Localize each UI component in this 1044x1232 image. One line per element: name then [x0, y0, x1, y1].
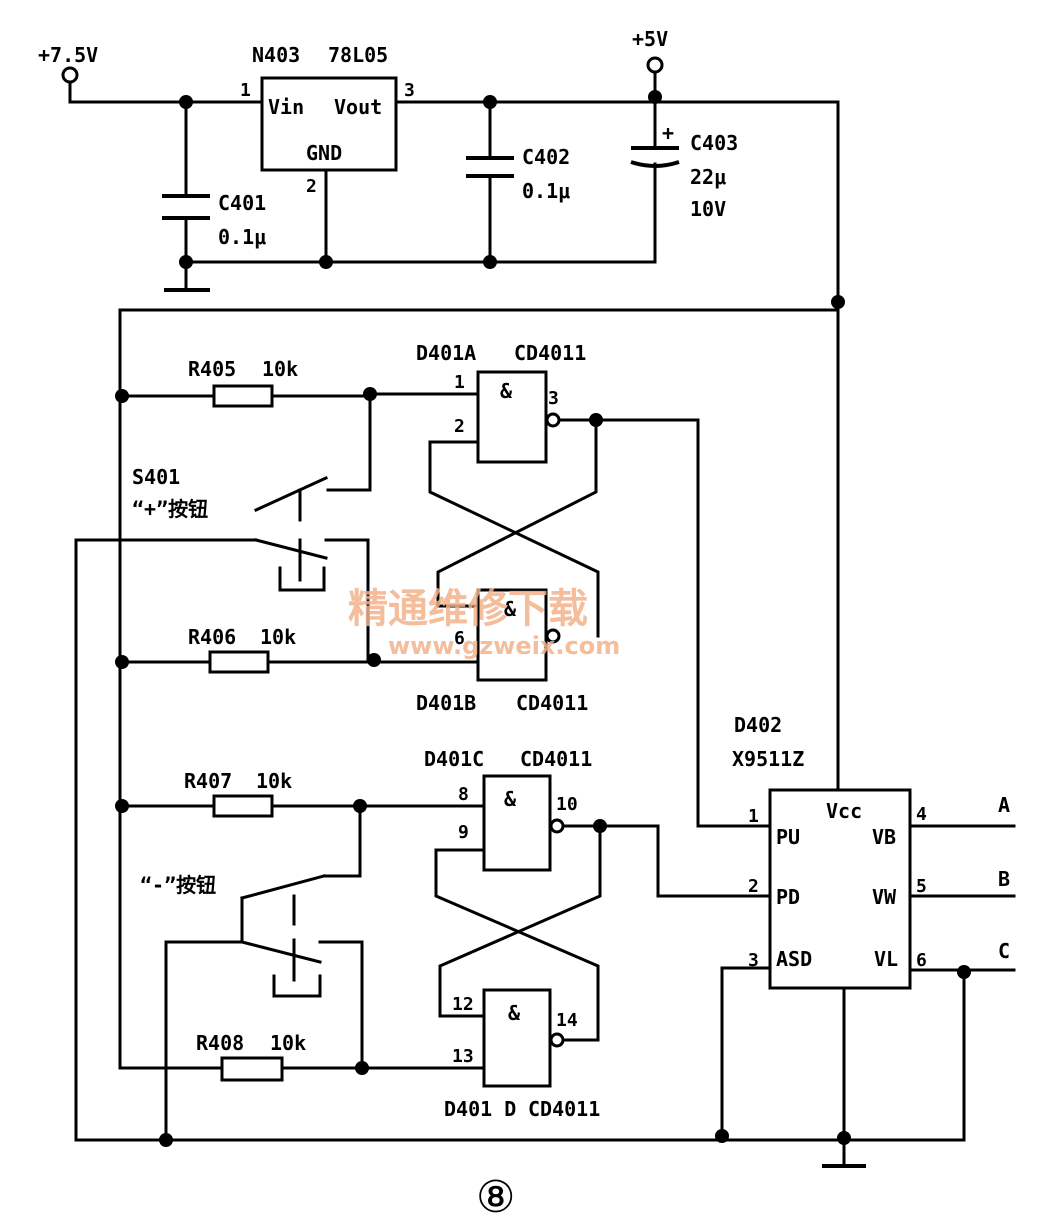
pot-asd-label: ASD	[776, 947, 812, 971]
c401-ref: C401	[218, 191, 266, 215]
pot-pin6: 6	[916, 950, 927, 971]
gate-c-pin9: 9	[458, 822, 469, 843]
regulator-vin-label: Vin	[268, 95, 304, 119]
regulator-vout-label: Vout	[334, 95, 382, 119]
vcc-rail	[115, 295, 845, 1070]
gate-d401a	[476, 370, 548, 464]
gate-c-pin8: 8	[458, 784, 469, 805]
gate-b-pin6: 6	[454, 628, 465, 649]
plus-button-flipflop: R405 10k & D401A CD4011 1 2 3 & 6 D401B …	[74, 341, 772, 1142]
r408-value: 10k	[270, 1031, 306, 1055]
pot-pin2: 2	[748, 876, 759, 897]
gate-a-pin2: 2	[454, 416, 465, 437]
s401-ref: S401	[132, 465, 180, 489]
gate-d-pin12: 12	[452, 994, 474, 1015]
regulator-pin1: 1	[240, 80, 251, 101]
gate-d-pin14: 14	[556, 1010, 578, 1031]
c402-ref: C402	[522, 145, 570, 169]
watermark-url: www.gzweix.com	[388, 632, 620, 660]
gate-c-type: CD4011	[520, 747, 592, 771]
gate-a-ref: D401A	[416, 341, 476, 365]
watermark-cn: 精通维修下载	[348, 586, 588, 632]
gate-d-type: CD4011	[528, 1097, 600, 1121]
r406-resistor	[208, 650, 270, 674]
v5-label: +5V	[632, 27, 668, 51]
pot-pu-label: PU	[776, 825, 800, 849]
gate-a-pin3: 3	[548, 388, 559, 409]
r407-value: 10k	[256, 769, 292, 793]
pot-type: X9511Z	[732, 747, 804, 771]
pot-pin1: 1	[748, 806, 759, 827]
regulator-type: 78L05	[328, 43, 388, 67]
minus-switch-label: “-”按钮	[140, 873, 216, 897]
pot-ref: D402	[734, 713, 782, 737]
pot-pd-label: PD	[776, 885, 800, 909]
c403-plus-sign: +	[662, 121, 674, 145]
figure-number: ⑧	[476, 1172, 515, 1223]
output-c: C	[998, 939, 1010, 963]
regulator-pin2: 2	[306, 176, 317, 197]
r407-resistor	[212, 794, 274, 818]
r408-ref: R408	[196, 1031, 244, 1055]
r405-ref: R405	[188, 357, 236, 381]
gate-b-type: CD4011	[516, 691, 588, 715]
gate-d401b	[476, 588, 548, 682]
regulator-ref: N403	[252, 43, 300, 67]
pot-vb-label: VB	[872, 825, 896, 849]
gate-a-symbol: &	[500, 379, 513, 403]
r406-ref: R406	[188, 625, 236, 649]
power-supply-section: +7.5V C401 0.1μ N403 78L05 Vin Vout GND …	[38, 27, 840, 304]
pot-vl-label: VL	[874, 947, 898, 971]
c402-value: 0.1μ	[522, 179, 570, 203]
regulator-gnd-label: GND	[306, 141, 342, 165]
v75-terminal	[61, 66, 79, 84]
pot-pin4: 4	[916, 804, 927, 825]
regulator-pin3: 3	[404, 80, 415, 101]
regulator-78l05	[260, 76, 398, 172]
r405-resistor	[212, 384, 274, 408]
x9511z-body	[768, 788, 912, 990]
ground-bus	[74, 1129, 966, 1147]
minus-button-flipflop: R407 10k & D401C CD4011 8 9 10 & 12 13 1…	[120, 747, 772, 1142]
gate-d-pin13: 13	[452, 1046, 474, 1067]
gate-b-symbol: &	[504, 597, 517, 621]
pot-vw-label: VW	[872, 885, 897, 909]
pot-pin5: 5	[916, 876, 927, 897]
pot-pin3: 3	[748, 950, 759, 971]
gate-d401c	[482, 774, 552, 872]
gate-c-pin10: 10	[556, 794, 578, 815]
output-b: B	[998, 867, 1010, 891]
v5-terminal	[646, 56, 664, 74]
c403-voltage: 10V	[690, 197, 726, 221]
digital-pot-x9511z: D402 X9511Z Vcc PU PD ASD VB VW VL 1 2 3…	[720, 713, 1016, 1168]
gate-c-symbol: &	[504, 787, 517, 811]
gate-c-ref: D401C	[424, 747, 484, 771]
r407-ref: R407	[184, 769, 232, 793]
output-a: A	[998, 793, 1010, 817]
pot-vcc-label: Vcc	[826, 799, 862, 823]
r406-value: 10k	[260, 625, 296, 649]
c403-ref: C403	[690, 131, 738, 155]
gate-b-ref: D401B	[416, 691, 476, 715]
c401-value: 0.1μ	[218, 225, 266, 249]
gate-d-ref: D401 D	[444, 1097, 516, 1121]
gate-a-pin1: 1	[454, 372, 465, 393]
s401-label: “+”按钮	[132, 497, 208, 521]
gate-a-type: CD4011	[514, 341, 586, 365]
c403-value: 22μ	[690, 165, 726, 189]
r405-value: 10k	[262, 357, 298, 381]
v75-label: +7.5V	[38, 43, 98, 67]
gate-d-symbol: &	[508, 1001, 521, 1025]
r408-resistor	[220, 1056, 284, 1082]
